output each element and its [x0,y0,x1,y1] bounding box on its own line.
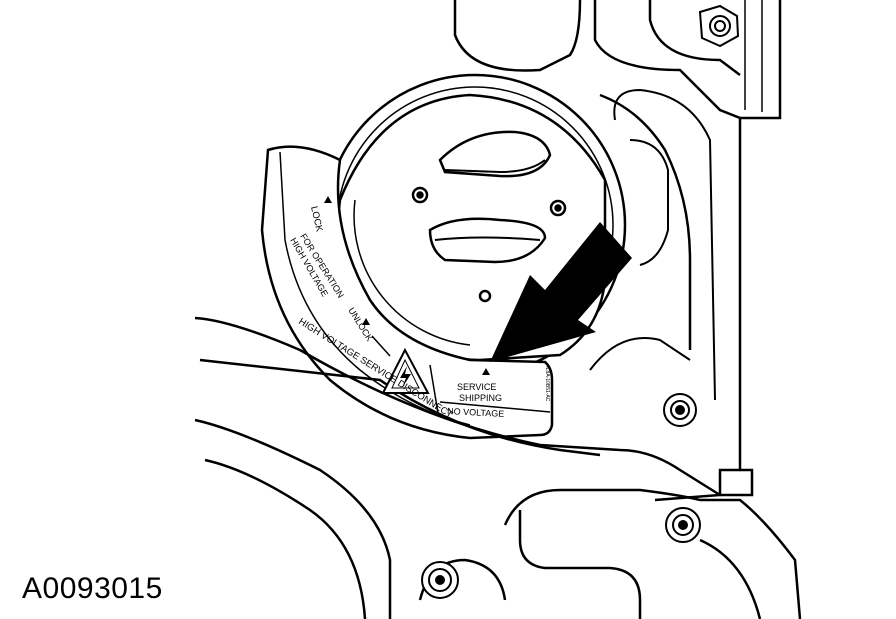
figure-id: A0093015 [22,572,163,605]
shipping-label: SHIPPING [459,393,502,403]
hex-bolt-lower-right [665,507,701,543]
hex-bolt-bottom [421,561,459,599]
hex-bolt-top [698,4,740,48]
callout-arrow-icon [490,222,632,362]
warning-triangle-icon [381,347,430,394]
lower-housing [194,316,802,619]
lightning-bolt-icon [400,366,411,388]
service-label: SERVICE [457,382,496,392]
upper-housing [453,0,782,502]
label-ring [260,145,554,440]
no-voltage-label: NO VOLTAGE [447,406,505,419]
indicator-arrow-icon [324,196,332,203]
part-code-label: 4L8A-10B51-AC [544,365,550,402]
hex-bolt-right [663,393,697,427]
